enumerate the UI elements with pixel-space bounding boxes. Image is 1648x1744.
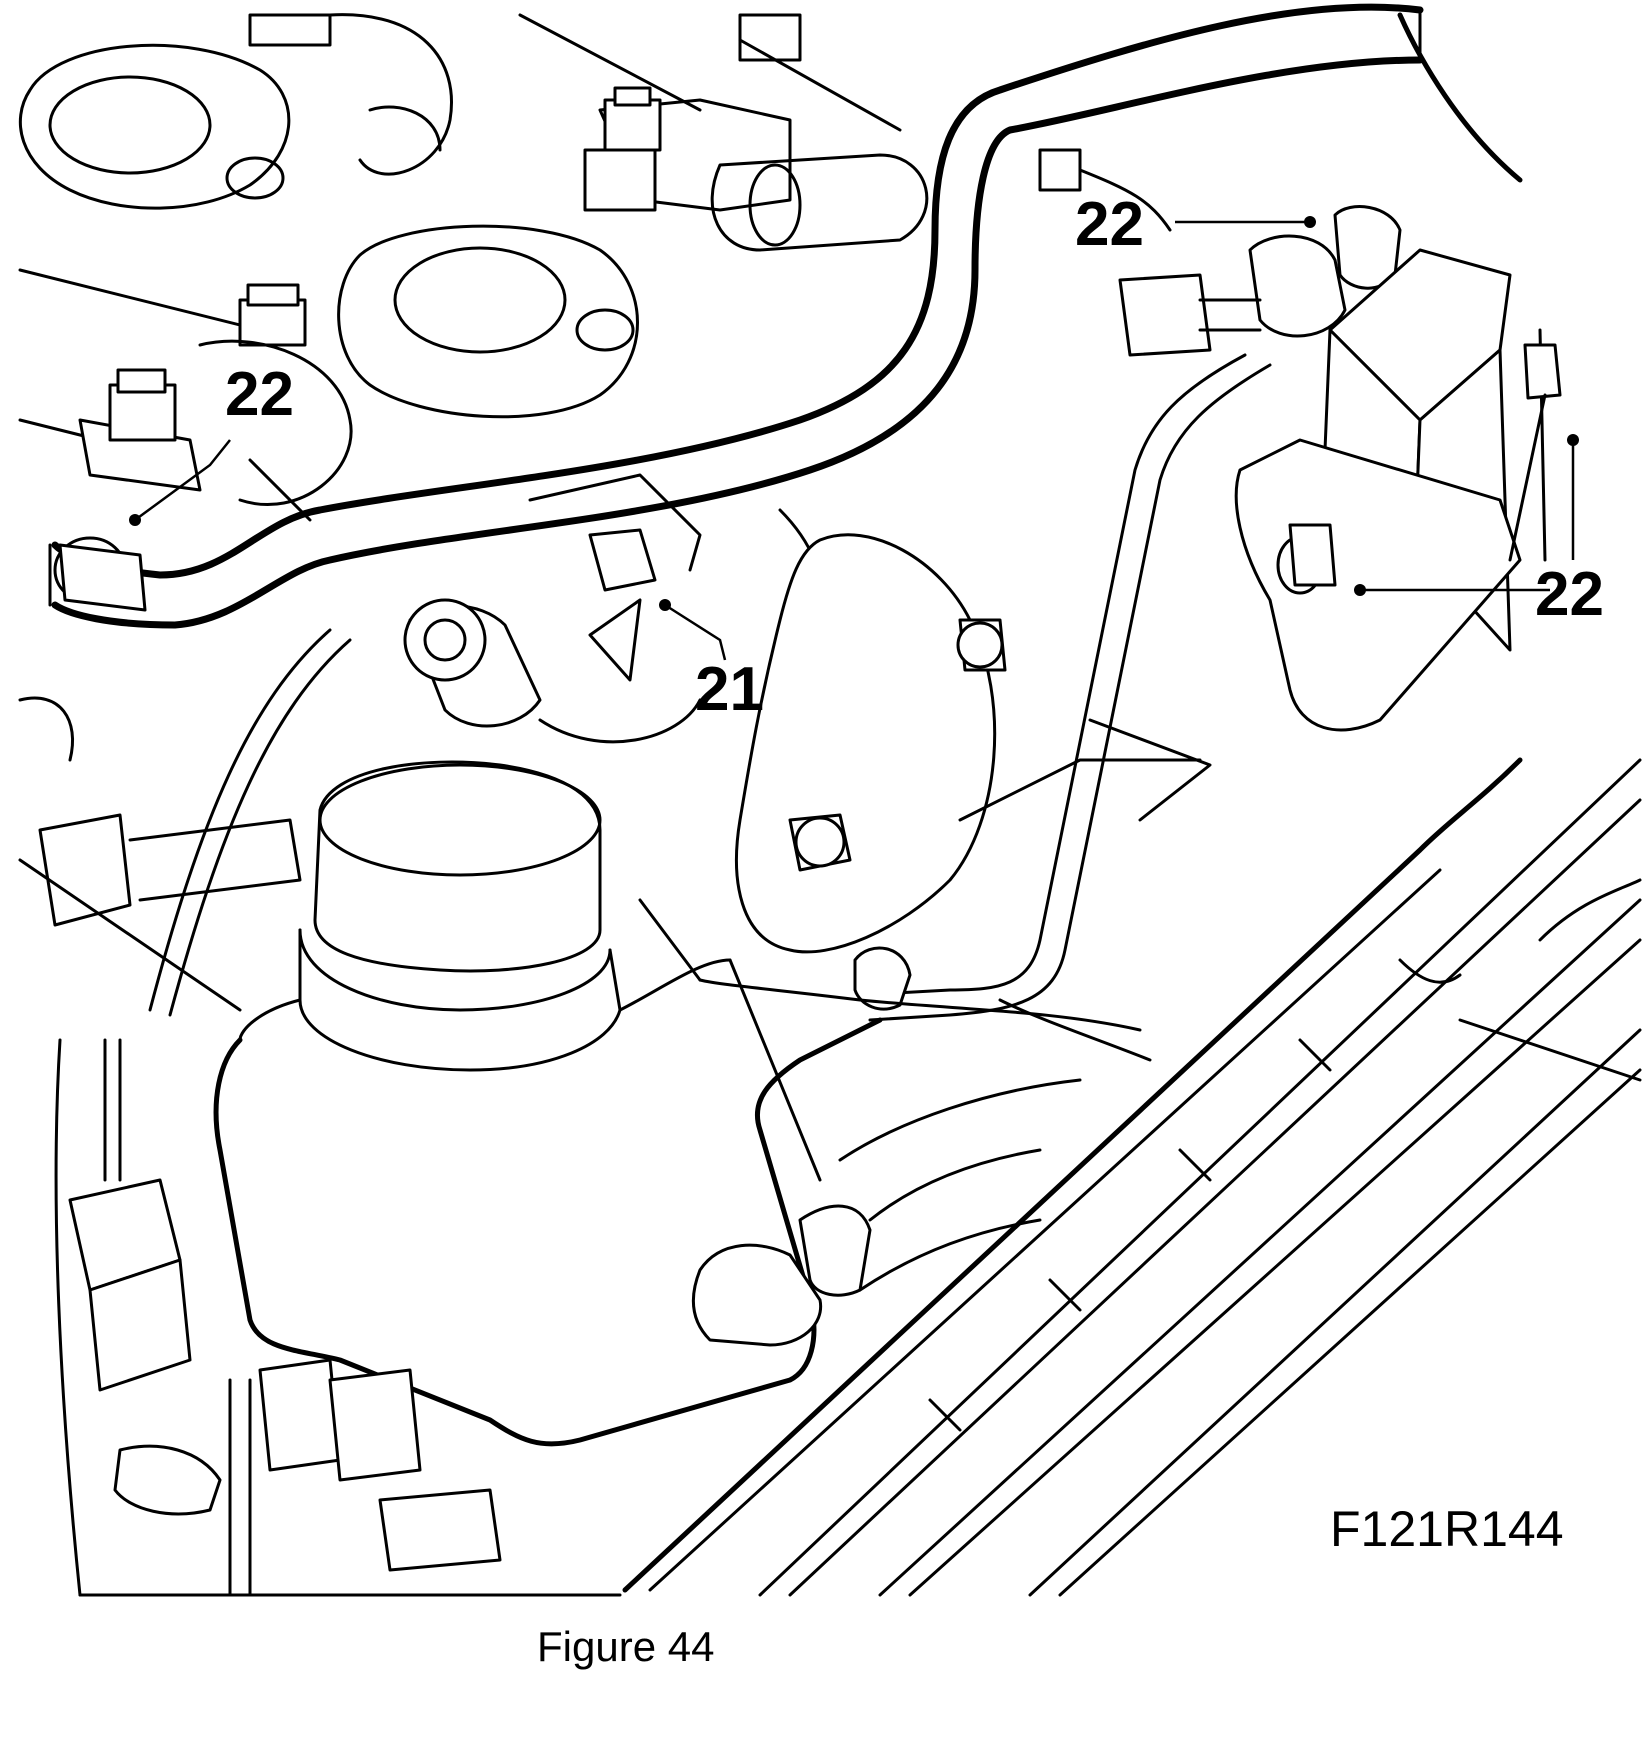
valve-cover	[213, 898, 1142, 1447]
callout-22-right: 22	[1535, 560, 1604, 629]
breather-cap	[691, 1078, 1082, 1347]
coolant-hose	[48, 3, 1523, 629]
connector-lower-left	[54, 1038, 622, 1597]
bolt-left-pair	[78, 283, 353, 522]
clamp-bracket-top	[583, 86, 929, 252]
callout-22-top-right: 22	[1075, 190, 1144, 259]
callout-21: 21	[695, 655, 764, 724]
callout-22-top-left: 22	[225, 360, 294, 429]
intake-rails	[622, 757, 1642, 1597]
oil-filler-cap	[298, 760, 622, 1072]
manifold-flange-middle	[337, 224, 639, 419]
sensor-module	[1234, 248, 1562, 732]
figure-caption: Figure 44	[537, 1623, 715, 1670]
figure-code: F121R144	[1330, 1501, 1564, 1557]
thermostat-housing	[735, 533, 1212, 1062]
vacuum-pipe	[858, 148, 1402, 1022]
manifold-flange-upper	[18, 43, 291, 210]
